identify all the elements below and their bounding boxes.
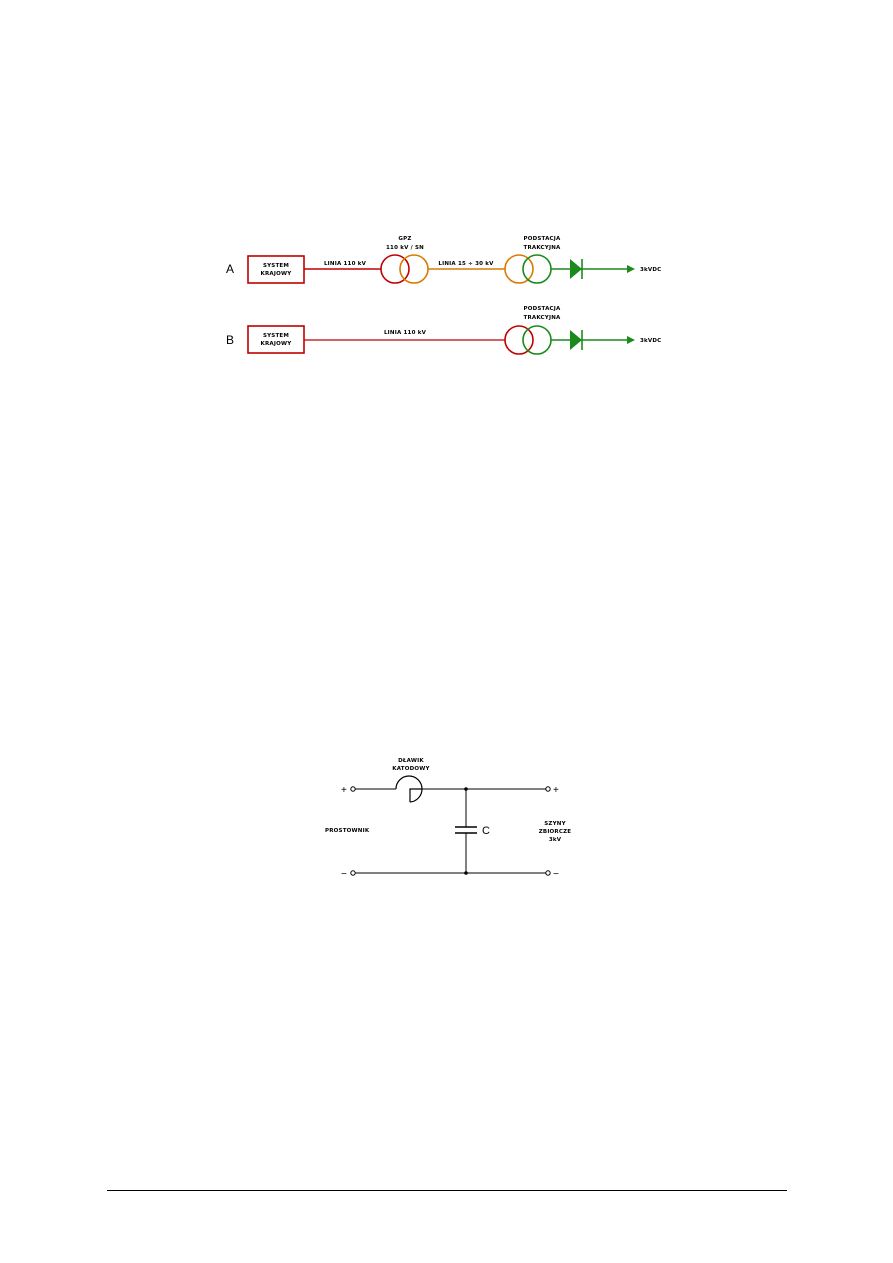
rectifier-diode-a [570, 259, 582, 279]
choke-label-line1: DŁAWIK [398, 758, 424, 764]
substation-b-label-line1: PODSTACJA [524, 306, 561, 312]
substation-a-label-line2: TRAKCYJNA [524, 245, 562, 251]
source-box-b-line1: SYSTEM [263, 333, 289, 339]
substation-b-label-line2: TRAKCYJNA [524, 315, 562, 321]
substation-a-label-line1: PODSTACJA [524, 236, 561, 242]
line2-label-a: LINIA 15 ÷ 30 kV [438, 261, 494, 267]
output-label-b: 3kVDC [640, 338, 661, 344]
rectifier-diode-b [570, 330, 582, 350]
line-label-b: LINIA 110 kV [384, 330, 427, 336]
source-box-a-line2: KRAJOWY [261, 271, 293, 277]
source-box-b [247, 325, 305, 354]
busbar-label-line2: ZBIORCZE [539, 829, 572, 835]
source-box-a-line1: SYSTEM [263, 263, 289, 269]
busbar-label-line3: 3kV [549, 837, 562, 843]
choke-label-line2: KATODOWY [392, 766, 430, 772]
right-plus-sign: + [553, 785, 559, 796]
substation-b-secondary-winding [522, 325, 552, 355]
right-minus-sign: − [553, 869, 559, 880]
line1-label-a: LINIA 110 kV [324, 261, 367, 267]
row-label-b: B [226, 333, 234, 347]
row-label-a: A [226, 262, 234, 276]
arrow-head-b [627, 336, 635, 344]
left-minus-sign: − [341, 869, 347, 880]
terminal-left-plus [350, 786, 356, 792]
left-plus-sign: + [341, 785, 347, 796]
diagram-a: A SYSTEM KRAJOWY LINIA 110 kV GPZ 110 kV… [226, 236, 661, 284]
gpz-label-line2: 110 kV / SN [386, 245, 424, 251]
busbar-label-line1: SZYNY [544, 821, 566, 827]
filter-diagram: DŁAWIK KATODOWY + + C − − PROSTOWNIK SZY… [325, 758, 571, 880]
choke-coil-arc [395, 775, 423, 790]
terminal-left-minus [350, 870, 356, 876]
output-label-a: 3kVDC [640, 267, 661, 273]
substation-a-primary-winding [504, 254, 534, 284]
terminal-right-plus [545, 786, 551, 792]
diagram-b: B SYSTEM KRAJOWY LINIA 110 kV PODSTACJA … [226, 306, 661, 355]
substation-b-primary-winding [504, 325, 534, 355]
footer-divider [107, 1190, 787, 1191]
junction-bottom [464, 871, 468, 875]
capacitor-label: C [482, 825, 490, 837]
substation-a-secondary-winding [522, 254, 552, 284]
choke-core [409, 788, 423, 803]
terminal-right-minus [545, 870, 551, 876]
source-box-a [247, 255, 305, 284]
gpz-label-line1: GPZ [398, 236, 411, 242]
gpz-primary-winding [380, 254, 410, 284]
source-box-b-line2: KRAJOWY [261, 341, 293, 347]
rectifier-label: PROSTOWNIK [325, 828, 370, 834]
gpz-secondary-winding [399, 254, 429, 284]
arrow-head-a [627, 265, 635, 273]
